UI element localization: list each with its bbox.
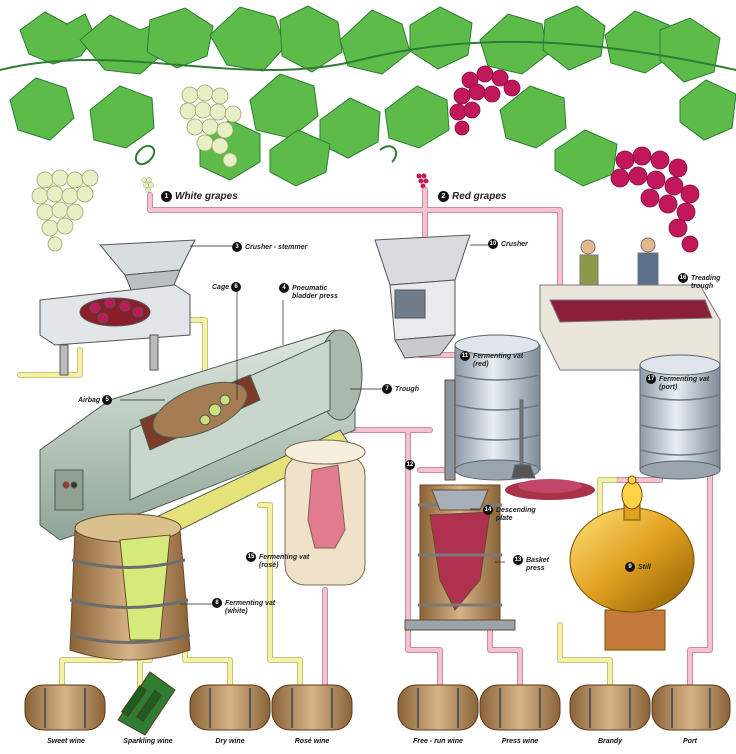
barrel-label-press-wine: Press wine [501, 738, 539, 745]
crusher-stemmer-machine [39, 239, 196, 376]
treaders-figures [579, 237, 659, 286]
barrel-free-run-wine [397, 684, 479, 731]
barrel-port [651, 684, 731, 731]
sparkling-wine-bottles [117, 671, 176, 736]
barrel-label-free-run-wine: Free - run wine [413, 738, 463, 745]
barrel-label-port: Port [683, 738, 697, 745]
barrel-label-dry-wine: Dry wine [215, 738, 245, 745]
barrels [24, 671, 731, 736]
red-grape-bunches [449, 65, 700, 253]
barrel-sweet-wine [24, 684, 106, 731]
label-airbag: Airbag 5 [78, 395, 115, 405]
label-pipe-12: 12 [405, 460, 415, 470]
barrel-dry-wine [189, 684, 271, 731]
red-fermenting-vat [454, 334, 541, 481]
barrel-rose-wine [271, 684, 353, 731]
barrel-label-brandy: Brandy [597, 738, 623, 745]
barrel-brandy [569, 684, 651, 731]
vine-leaves [0, 5, 736, 187]
pomace-pile [505, 479, 595, 500]
label-cage: Cage 6 [212, 282, 244, 292]
treading-trough [539, 237, 721, 371]
barrel-label-sparkling-wine: Sparkling wine [123, 738, 173, 745]
barrel-label-sweet-wine: Sweet wine [47, 738, 85, 745]
rose-fermenting-vat [284, 439, 366, 586]
white-fermenting-vat [69, 513, 191, 661]
basket-press [404, 379, 516, 631]
barrel-press-wine [479, 684, 561, 731]
still [569, 475, 695, 651]
white-grape-bunches [31, 84, 242, 252]
barrel-label-rose-wine: Rosé wine [294, 738, 330, 745]
red-crusher-machine [374, 234, 471, 359]
leader-lines [120, 244, 505, 605]
label-grape-icons [141, 173, 429, 193]
pipes [17, 187, 713, 693]
